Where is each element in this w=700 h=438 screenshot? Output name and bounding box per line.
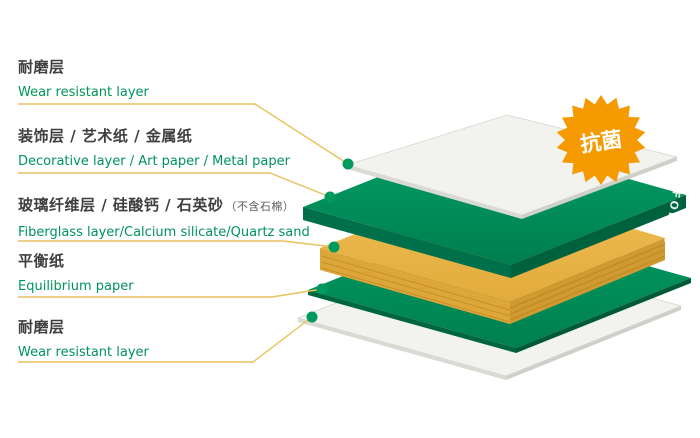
connector-line: [18, 288, 323, 298]
label-zh-note: （不含石棉）: [225, 200, 295, 213]
connector-dot: [328, 241, 340, 253]
connector-line: [18, 240, 335, 248]
label-en: Wear resistant layer: [18, 345, 149, 360]
label-wear-resistant-bottom: 耐磨层 Wear resistant layer: [18, 318, 149, 360]
label-fiberglass: 玻璃纤维层 / 硅酸钙 / 石英砂（不含石棉） Fiberglass layer…: [18, 196, 310, 240]
antibacterial-badge: 抗菌: [556, 95, 646, 185]
badge-label: 抗菌: [579, 127, 624, 157]
connector-lines: [18, 103, 349, 363]
connector-dot: [306, 311, 318, 323]
label-en: Wear resistant layer: [18, 85, 149, 100]
label-zh: 耐磨层: [18, 318, 65, 336]
connector-dots: [306, 158, 354, 323]
connector-line: [18, 316, 313, 363]
connector-dot: [316, 283, 328, 295]
label-zh: 玻璃纤维层 / 硅酸钙 / 石英砂（不含石棉）: [18, 196, 295, 214]
connector-line: [18, 103, 349, 165]
label-en: Fiberglass layer/Calcium silicate/Quartz…: [18, 225, 310, 240]
label-zh: 耐磨层: [18, 58, 65, 76]
label-decorative: 装饰层 / 艺术纸 / 金属纸 Decorative layer / Art p…: [18, 127, 290, 169]
label-zh: 装饰层 / 艺术纸 / 金属纸: [18, 127, 193, 145]
connector-dot: [342, 158, 354, 170]
label-zh: 平衡纸: [18, 252, 65, 270]
label-en: Equilibrium paper: [18, 279, 134, 294]
label-en: Decorative layer / Art paper / Metal pap…: [18, 154, 290, 169]
label-wear-resistant-top: 耐磨层 Wear resistant layer: [18, 58, 149, 100]
label-equilibrium: 平衡纸 Equilibrium paper: [18, 252, 134, 294]
connector-line: [18, 172, 331, 198]
connector-dot: [324, 191, 336, 203]
